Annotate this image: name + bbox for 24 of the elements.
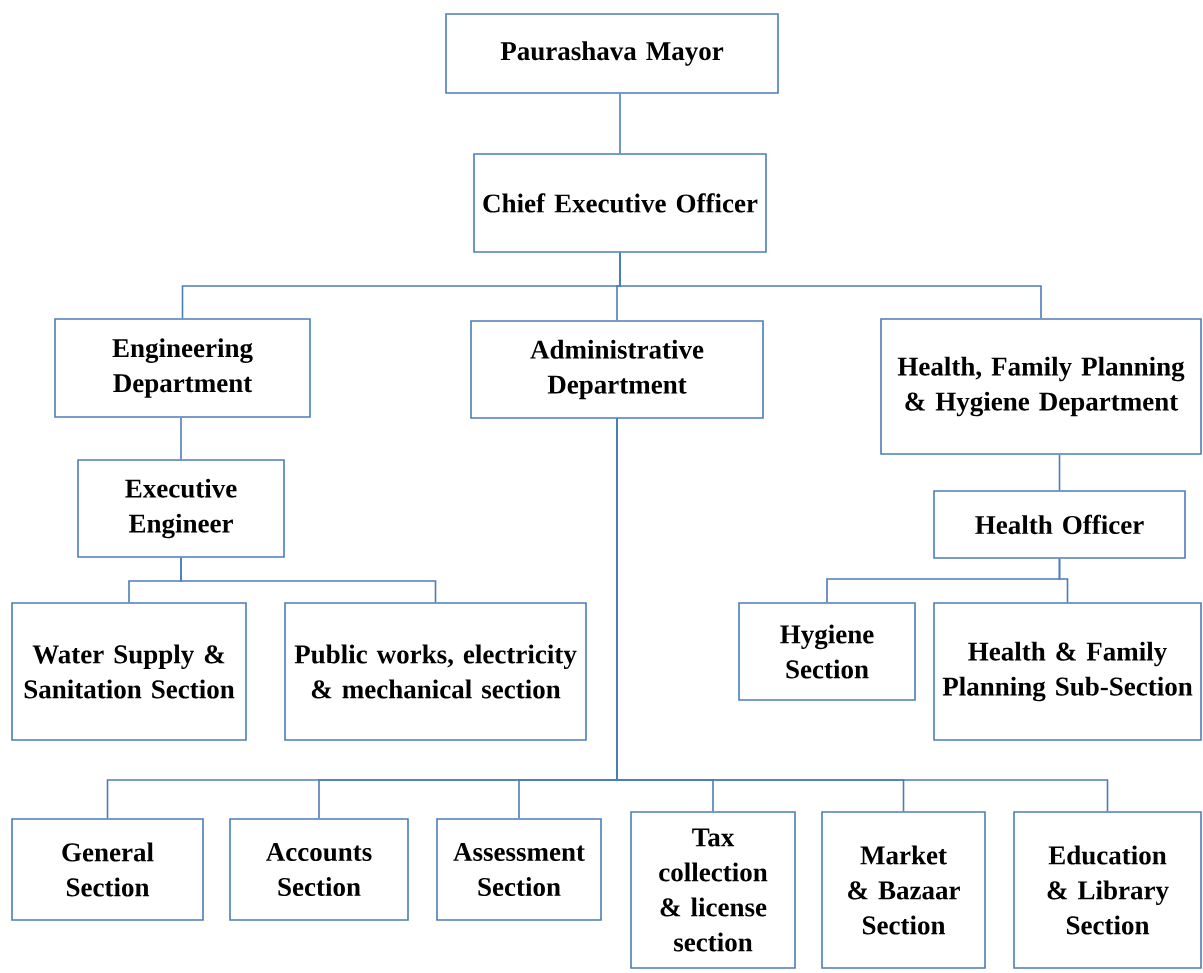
org-box: Tax collection & license section xyxy=(630,811,796,969)
org-box: Accounts Section xyxy=(229,818,409,921)
org-box: Health Officer xyxy=(933,490,1186,559)
connector-line xyxy=(616,418,1109,812)
org-box: Paurashava Mayor xyxy=(445,13,779,94)
connector-line xyxy=(180,417,182,460)
connector-line xyxy=(1058,454,1061,491)
org-box: Market & Bazaar Section xyxy=(821,811,986,969)
connector-line xyxy=(180,557,437,603)
org-box: Health & Family Planning Sub-Section xyxy=(933,602,1202,741)
connector-line xyxy=(619,252,1042,319)
connector-line xyxy=(619,93,621,154)
org-box: Public works, electricity & mechanical section xyxy=(284,602,587,741)
org-box: Administrative Department xyxy=(470,320,764,419)
org-box: Engineering Department xyxy=(54,318,311,418)
org-box: Water Supply & Sanitation Section xyxy=(11,602,247,741)
org-box: Executive Engineer xyxy=(77,459,285,558)
org-box: Hygiene Section xyxy=(738,602,916,701)
connector-line xyxy=(1058,558,1069,603)
org-box: Education & Library Section xyxy=(1013,811,1202,969)
org-box: Assessment Section xyxy=(436,818,602,921)
org-box: Health, Family Planning & Hygiene Department xyxy=(880,318,1202,455)
org-box: Chief Executive Officer xyxy=(473,153,767,253)
org-box: General Section xyxy=(11,818,204,921)
